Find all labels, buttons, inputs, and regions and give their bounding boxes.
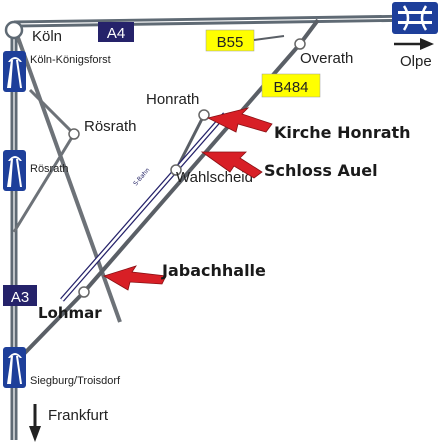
label-wahlscheid: Wahlscheid: [176, 169, 253, 186]
honrath-dot: [198, 109, 210, 121]
label-roesrath: Rösrath: [84, 118, 137, 135]
interchange-icon-overath: [392, 2, 438, 34]
label-s-bahn: S-Bahn: [132, 167, 151, 188]
label-jabachhalle: Jabachhalle: [161, 261, 266, 280]
overath-dot: [294, 38, 306, 50]
a4-shield: A4: [98, 22, 134, 42]
label-honrath: Honrath: [146, 91, 199, 108]
label-olpe: Olpe: [400, 53, 432, 70]
label-koeln: Köln: [32, 28, 62, 45]
label-frankfurt: Frankfurt: [48, 407, 109, 424]
koeln-interchange: [4, 20, 24, 40]
marker-arrow-icon-kirche-honrath: [206, 107, 273, 133]
olpe-arrow-icon: [394, 38, 434, 50]
label-schloss-auel: Schloss Auel: [264, 161, 378, 180]
motorway-icon-koenigsforst: [3, 51, 26, 92]
roesrath-dot: [68, 128, 80, 140]
wahlscheid-dot: [170, 164, 182, 176]
marker-arrow-icon-jabachhalle: [103, 265, 167, 291]
label-overath: Overath: [300, 50, 353, 67]
svg-text:A3: A3: [11, 289, 29, 306]
b484-shield: B484: [261, 73, 321, 98]
svg-text:B55: B55: [217, 34, 244, 51]
svg-text:B484: B484: [273, 79, 308, 96]
label-lohmar: Lohmar: [38, 304, 102, 322]
label-koeln-koenigsforst: Köln-Königsforst: [30, 54, 111, 66]
road-koenigsforst-roesrath: [28, 88, 76, 136]
road-lohmar-siegburg: [16, 290, 86, 362]
label-siegburg-troisdorf: Siegburg/Troisdorf: [30, 375, 121, 387]
label-roesrath-exit: Rösrath: [30, 163, 69, 175]
frankfurt-arrow-icon: [29, 404, 41, 442]
motorway-icon-siegburg: [3, 347, 26, 388]
lohmar-dot: [78, 286, 90, 298]
road-roesrath-exit: [12, 133, 76, 233]
marker-arrow-icon-schloss-auel: [200, 151, 263, 179]
motorway-icon-roesrath: [3, 150, 26, 191]
svg-text:A4: A4: [107, 25, 125, 42]
b55-shield: B55: [205, 29, 255, 52]
road-koeln-roesrath: [14, 31, 122, 323]
a3-shield: A3: [3, 285, 37, 306]
label-kirche-honrath: Kirche Honrath: [274, 123, 411, 142]
